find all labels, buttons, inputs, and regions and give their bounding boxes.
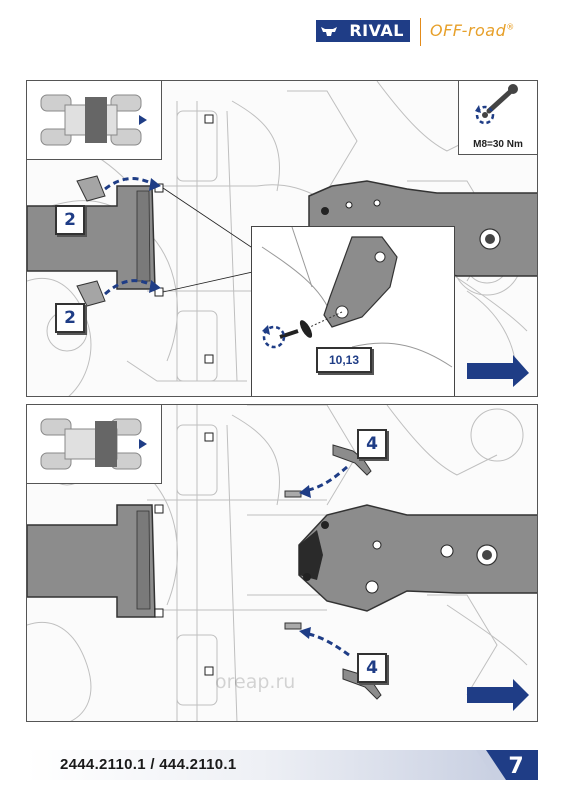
atv-topview-icon xyxy=(40,418,147,470)
rival-logo: RIVAL xyxy=(316,20,410,42)
step-2-panel: 4 4 oreap.ru xyxy=(26,404,538,722)
arrow-right-icon-2 xyxy=(467,679,529,711)
atv-location-thumbnail-2 xyxy=(27,405,162,484)
brand-divider xyxy=(420,18,421,46)
atv-underbody-drawing-2 xyxy=(27,405,537,721)
fastener-callout: 10,13 xyxy=(316,347,372,373)
page-number: 7 xyxy=(508,754,524,779)
watermark: oreap.ru xyxy=(215,671,296,693)
brand-logo: RIVAL OFF-road® xyxy=(316,18,542,46)
atv-topview-icon xyxy=(40,94,147,146)
bolt-detail-drawing xyxy=(261,226,453,368)
part-callout-top: 4 xyxy=(357,429,387,459)
sub-brand-name: OFF-road® xyxy=(430,21,515,40)
torque-spec: M8=30 Nm xyxy=(473,139,523,150)
step-1-panel: M8=30 Nm 2 2 10,13 xyxy=(26,80,538,397)
torque-spec-box: M8=30 Nm xyxy=(458,81,537,155)
part-callout-bottom: 2 xyxy=(55,303,85,333)
arrow-right-icon xyxy=(467,355,529,387)
atv-location-thumbnail xyxy=(27,81,162,160)
brand-name: RIVAL xyxy=(349,21,404,40)
footer-band xyxy=(26,750,538,780)
wrench-icon xyxy=(475,84,518,125)
detail-inset: 10,13 xyxy=(251,226,455,396)
bull-icon xyxy=(321,27,337,36)
part-number: 2444.2110.1 / 444.2110.1 xyxy=(60,756,237,773)
part-callout-top: 2 xyxy=(55,205,85,235)
part-callout-bottom: 4 xyxy=(357,653,387,683)
